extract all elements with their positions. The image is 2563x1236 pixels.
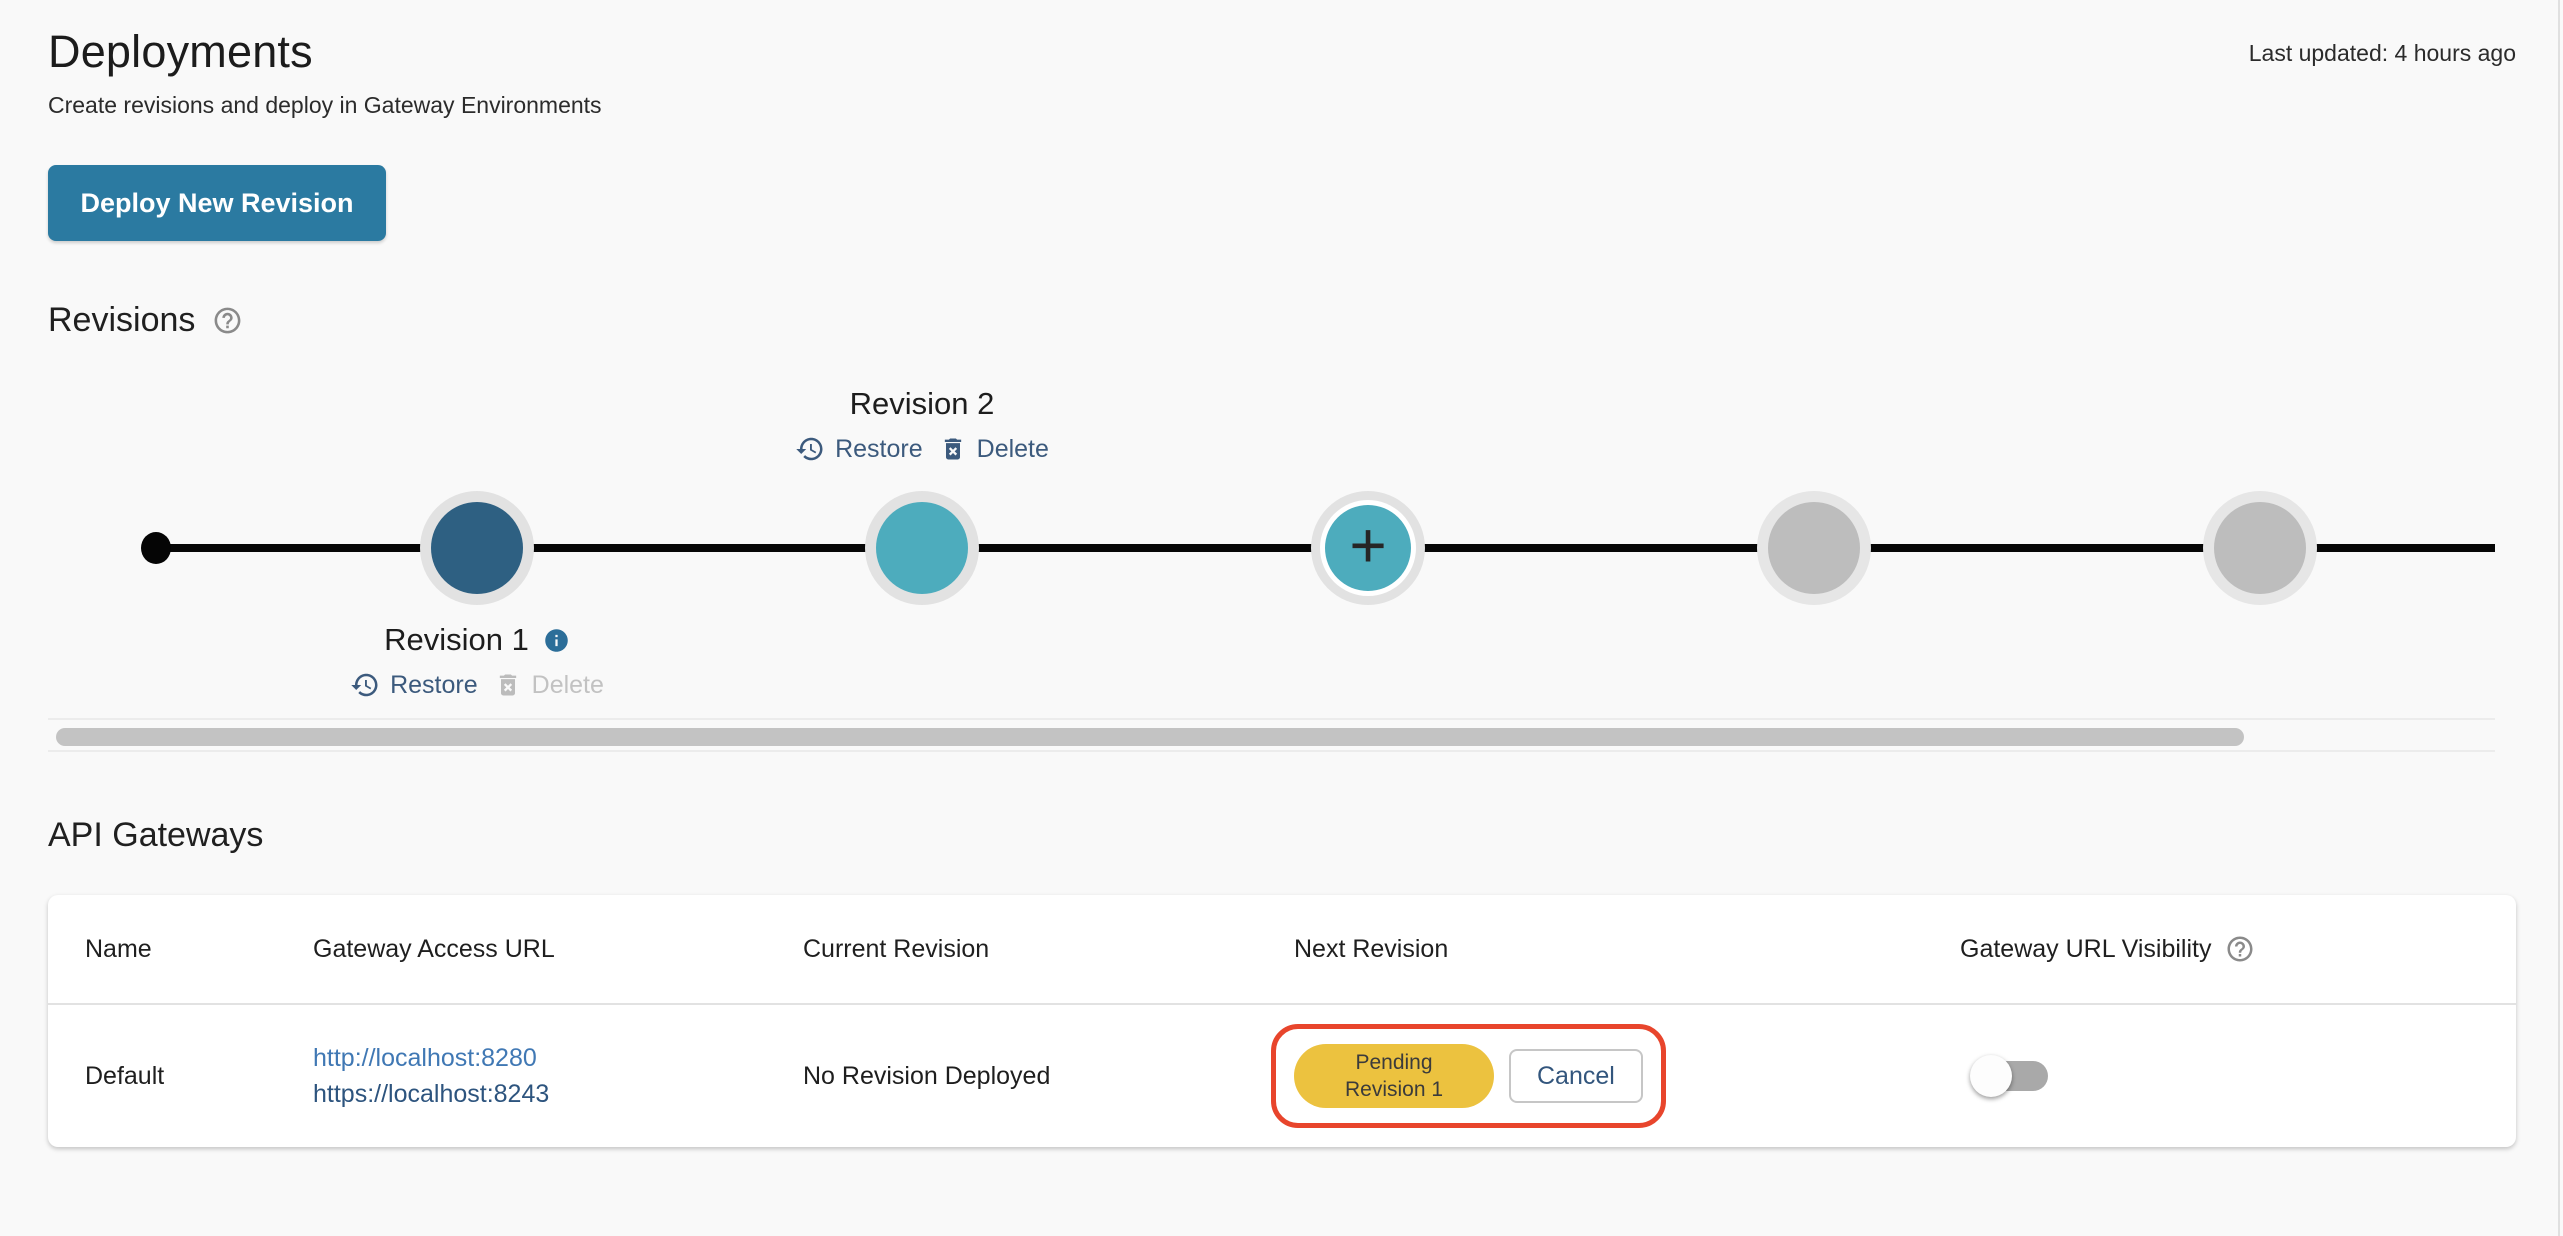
gateway-url-visibility-cell	[1960, 1055, 2516, 1097]
page-subtitle: Create revisions and deploy in Gateway E…	[48, 92, 602, 118]
pending-badge-line2: Revision 1	[1344, 1078, 1444, 1101]
timeline-scrollbar-track[interactable]	[48, 718, 2495, 752]
pending-revision-badge: Pending Revision 1	[1294, 1044, 1494, 1108]
revision-node-1[interactable]	[420, 491, 534, 605]
api-gateways-heading-label: API Gateways	[48, 816, 264, 854]
gateways-table-header: Name Gateway Access URL Current Revision…	[48, 895, 2516, 1005]
trash-icon	[939, 435, 967, 463]
timeline-scrollbar-thumb[interactable]	[56, 728, 2244, 746]
revision-2-label-block: Revision 2 Restore Delete	[702, 386, 1142, 464]
revision-2-label: Revision 2	[849, 386, 995, 421]
gateways-table-card: Name Gateway Access URL Current Revision…	[48, 895, 2516, 1147]
timeline-start-dot	[141, 532, 171, 564]
deploy-new-revision-button[interactable]: Deploy New Revision	[48, 165, 386, 241]
page-title: Deployments	[48, 26, 313, 77]
column-header-next-revision: Next Revision	[1294, 934, 1449, 963]
revision-2-circle	[876, 502, 968, 594]
add-revision-node[interactable]: +	[1311, 491, 1425, 605]
revisions-heading-label: Revisions	[48, 301, 196, 339]
revision-2-restore-button[interactable]: Restore	[795, 434, 923, 464]
pending-badge-line1: Pending	[1355, 1050, 1433, 1074]
info-icon[interactable]	[543, 627, 570, 654]
help-icon[interactable]	[212, 305, 243, 336]
revisions-timeline: Revision 2 Restore Delete	[0, 370, 2563, 774]
last-updated-text: Last updated: 4 hours ago	[2248, 40, 2516, 66]
plus-icon: +	[1349, 509, 1387, 581]
gateway-table-row: Default http://localhost:8280 https://lo…	[48, 1005, 2516, 1147]
revision-2-delete-button[interactable]: Delete	[939, 435, 1049, 464]
revision-1-delete-label: Delete	[531, 670, 604, 699]
add-revision-button[interactable]: +	[1325, 505, 1411, 591]
revision-1-label: Revision 1	[384, 622, 529, 657]
current-revision-value: No Revision Deployed	[803, 1061, 1051, 1090]
next-revision-cell: Pending Revision 1 Cancel	[1271, 1024, 1960, 1128]
toggle-thumb[interactable]	[1970, 1055, 2012, 1097]
gateway-https-url-link[interactable]: https://localhost:8243	[313, 1079, 550, 1108]
revision-1-restore-label: Restore	[390, 670, 478, 699]
gateway-http-url-link[interactable]: http://localhost:8280	[313, 1043, 537, 1072]
gateway-access-urls: http://localhost:8280 https://localhost:…	[313, 1044, 803, 1109]
help-icon[interactable]	[2225, 934, 2255, 964]
column-header-name: Name	[85, 934, 152, 963]
revisions-section-heading: Revisions	[48, 301, 2516, 340]
revision-1-label-block: Revision 1 Restore Delete	[257, 622, 697, 700]
gateway-name: Default	[85, 1061, 165, 1090]
cancel-pending-revision-button[interactable]: Cancel	[1509, 1049, 1643, 1103]
revision-1-restore-button[interactable]: Restore	[350, 670, 478, 700]
revision-1-delete-button-disabled: Delete	[494, 671, 604, 700]
empty-revision-node-2	[2203, 491, 2317, 605]
column-header-gateway-access-url: Gateway Access URL	[313, 934, 555, 963]
revision-2-restore-label: Restore	[835, 434, 923, 463]
pending-revision-highlight-outline: Pending Revision 1 Cancel	[1271, 1024, 1666, 1128]
revision-node-2[interactable]	[865, 491, 979, 605]
restore-icon	[795, 434, 825, 464]
api-gateways-heading: API Gateways	[48, 816, 2516, 855]
empty-revision-node-1	[1757, 491, 1871, 605]
gateway-url-visibility-toggle[interactable]	[1970, 1055, 2052, 1097]
column-header-gateway-url-visibility: Gateway URL Visibility	[1960, 934, 2516, 964]
column-header-current-revision: Current Revision	[803, 934, 990, 963]
restore-icon	[350, 670, 380, 700]
window-edge-line	[2558, 0, 2560, 1236]
revision-2-delete-label: Delete	[976, 434, 1049, 463]
trash-icon	[494, 671, 522, 699]
revision-1-circle	[431, 502, 523, 594]
page-header: Deployments Last updated: 4 hours ago	[48, 0, 2516, 78]
